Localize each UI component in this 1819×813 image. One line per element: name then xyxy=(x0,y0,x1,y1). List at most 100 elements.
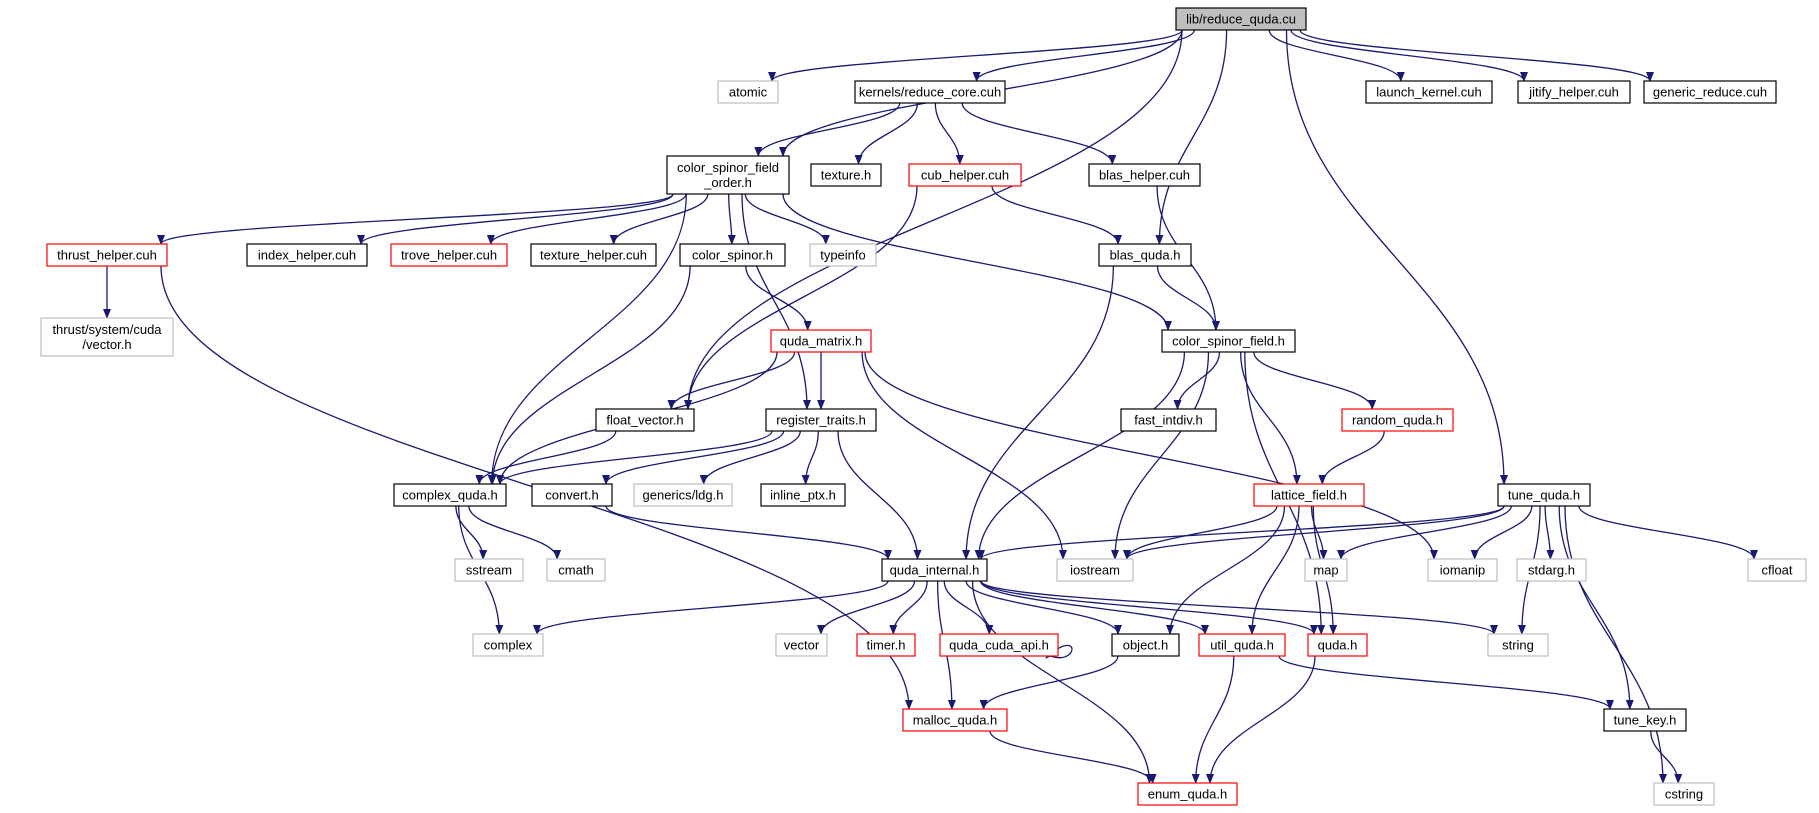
node-csf[interactable]: color_spinor_field.h xyxy=(1161,329,1296,353)
edge-tune_quda-to-cstring xyxy=(1564,505,1667,784)
node-launch-kernel[interactable]: launch_kernel.cuh xyxy=(1365,80,1493,104)
node-label: quda_matrix.h xyxy=(780,334,862,349)
node-quda-h[interactable]: quda.h xyxy=(1307,633,1368,657)
edge-quda_internal-to-enum_quda xyxy=(971,580,1154,784)
edge-cub_helper-to-blas_quda xyxy=(991,185,1122,245)
node-generic-reduce[interactable]: generic_reduce.cuh xyxy=(1643,80,1777,104)
node-convert-h[interactable]: convert.h xyxy=(531,483,613,507)
edge-tune_quda-to-iomanip xyxy=(1470,505,1533,560)
node-vector: vector xyxy=(775,633,828,657)
node-box xyxy=(1516,558,1587,582)
node-reduce-quda-cu[interactable]: lib/reduce_quda.cu xyxy=(1175,7,1307,31)
edge-register_traits-to-convert_h xyxy=(602,430,785,485)
node-blas-helper[interactable]: blas_helper.cuh xyxy=(1088,163,1201,187)
node-enum-quda[interactable]: enum_quda.h xyxy=(1137,782,1238,806)
edge-tune_quda-to-tune_key xyxy=(1558,505,1634,710)
node-box xyxy=(881,558,988,582)
edge-quda_matrix-to-float_vector xyxy=(667,351,796,410)
edge-csf-to-fast_intdiv xyxy=(1173,351,1221,410)
node-box xyxy=(1307,633,1368,657)
edges-layer xyxy=(103,29,1758,784)
node-label: thrust/system/cuda xyxy=(52,322,162,337)
node-util-quda[interactable]: util_quda.h xyxy=(1198,633,1286,657)
node-box xyxy=(810,163,882,187)
node-color-spinor[interactable]: color_spinor.h xyxy=(679,243,786,267)
edge-quda_matrix-to-iostream xyxy=(861,351,1067,560)
node-label: string xyxy=(1502,638,1534,653)
node-label: object.h xyxy=(1123,638,1169,653)
node-index-helper[interactable]: index_helper.cuh xyxy=(246,243,368,267)
node-sstream: sstream xyxy=(454,558,524,582)
node-thrust-helper[interactable]: thrust_helper.cuh xyxy=(46,243,168,267)
node-box xyxy=(1088,163,1201,187)
node-timer-h[interactable]: timer.h xyxy=(856,633,916,657)
node-label: util_quda.h xyxy=(1210,638,1274,653)
node-random-quda[interactable]: random_quda.h xyxy=(1341,408,1454,432)
node-box xyxy=(454,558,524,582)
node-quda-internal[interactable]: quda_internal.h xyxy=(881,558,988,582)
node-label: tune_key.h xyxy=(1614,713,1677,728)
node-box xyxy=(393,483,507,507)
edge-reduce_core-to-cub_helper xyxy=(934,102,964,165)
node-jitify-helper[interactable]: jitify_helper.cuh xyxy=(1517,80,1631,104)
node-box xyxy=(717,80,779,104)
node-box xyxy=(1253,483,1365,507)
node-cub-helper[interactable]: cub_helper.cuh xyxy=(908,163,1022,187)
node-quda-matrix[interactable]: quda_matrix.h xyxy=(770,329,872,353)
edge-reduce_core-to-blas_helper xyxy=(961,102,1117,165)
node-box xyxy=(809,243,877,267)
node-inline-ptx[interactable]: inline_ptx.h xyxy=(760,483,846,507)
edge-csfo-to-csf xyxy=(782,193,1172,331)
node-label: lattice_field.h xyxy=(1271,488,1347,503)
node-fast-intdiv[interactable]: fast_intdiv.h xyxy=(1120,408,1217,432)
node-label: map xyxy=(1313,563,1338,578)
node-malloc-quda[interactable]: malloc_quda.h xyxy=(902,708,1008,732)
node-label: generic_reduce.cuh xyxy=(1653,85,1767,100)
node-string: string xyxy=(1487,633,1549,657)
node-register-traits[interactable]: register_traits.h xyxy=(765,408,877,432)
edge-csfo-to-trove_helper xyxy=(486,193,687,245)
node-trove-helper[interactable]: trove_helper.cuh xyxy=(390,243,508,267)
node-lattice-field[interactable]: lattice_field.h xyxy=(1253,483,1365,507)
node-texture-h[interactable]: texture.h xyxy=(810,163,882,187)
node-label: enum_quda.h xyxy=(1148,787,1228,802)
node-label: quda.h xyxy=(1318,638,1358,653)
node-label: thrust_helper.cuh xyxy=(57,248,157,263)
node-object-h[interactable]: object.h xyxy=(1111,633,1180,657)
edge-csfo-to-register_traits xyxy=(741,193,811,410)
edge-quda_h-to-enum_quda xyxy=(1206,655,1316,784)
edge-lattice_field-to-util_quda xyxy=(1248,505,1300,635)
node-blas-quda[interactable]: blas_quda.h xyxy=(1098,243,1192,267)
node-box xyxy=(760,483,846,507)
node-complex-quda[interactable]: complex_quda.h xyxy=(393,483,507,507)
node-texture-helper[interactable]: texture_helper.cuh xyxy=(530,243,657,267)
node-label: cstring xyxy=(1665,787,1703,802)
node-box xyxy=(1365,80,1493,104)
node-reduce-core[interactable]: kernels/reduce_core.cuh xyxy=(854,80,1006,104)
node-label: jitify_helper.cuh xyxy=(1528,85,1619,100)
edge-csfo-to-index_helper xyxy=(357,193,674,245)
node-label: quda_internal.h xyxy=(890,563,980,578)
node-box xyxy=(1603,708,1687,732)
node-quda-cuda-api[interactable]: quda_cuda_api.h xyxy=(939,633,1059,657)
node-box xyxy=(1517,80,1631,104)
edge-reduce_quda_cu-to-tune_quda xyxy=(1285,29,1508,485)
edge-tune_quda-to-cfloat xyxy=(1578,505,1758,560)
edge-quda_internal-to-timer_h xyxy=(889,580,928,635)
node-label: convert.h xyxy=(545,488,598,503)
node-csfo[interactable]: color_spinor_field_order.h xyxy=(666,155,790,195)
node-tune-quda[interactable]: tune_quda.h xyxy=(1497,483,1591,507)
edge-reduce_quda_cu-to-blas_quda xyxy=(1155,29,1228,245)
edge-object_h-to-malloc_quda xyxy=(979,655,1119,710)
node-tune-key[interactable]: tune_key.h xyxy=(1603,708,1687,732)
node-label: blas_helper.cuh xyxy=(1099,168,1190,183)
node-box xyxy=(530,243,657,267)
edge-tune_quda-to-quda_internal xyxy=(977,505,1505,560)
node-label: iomanip xyxy=(1440,563,1486,578)
node-typeinfo: typeinfo xyxy=(809,243,877,267)
node-box xyxy=(902,708,1008,732)
node-float-vector[interactable]: float_vector.h xyxy=(595,408,695,432)
node-label: complex_quda.h xyxy=(402,488,497,503)
